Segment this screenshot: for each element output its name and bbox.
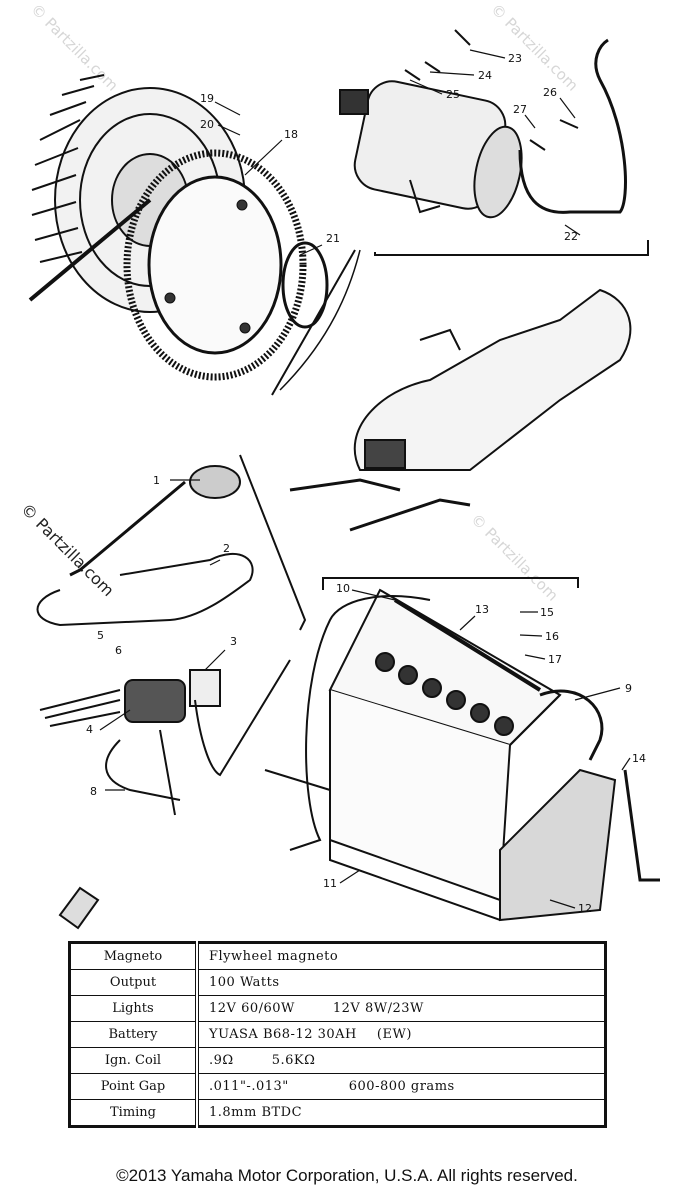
wiring-harness	[36, 465, 291, 816]
specifications-table: Magneto Flywheel magneto Output 100 Watt…	[68, 941, 607, 1128]
table-row: Magneto Flywheel magneto	[69, 942, 606, 970]
callout-8: 8	[90, 785, 97, 798]
callout-6: 6	[115, 644, 122, 657]
callout-1: 1	[153, 474, 160, 487]
callout-11: 11	[323, 877, 337, 890]
starter-motor	[339, 29, 627, 219]
table-row: Point Gap .011"-.013"600-800 grams	[69, 1073, 606, 1100]
callout-leaders	[99, 49, 631, 909]
table-row: Timing 1.8mm BTDC	[69, 1099, 606, 1127]
callout-3: 3	[230, 635, 237, 648]
callout-15: 15	[540, 606, 554, 619]
callout-12: 12	[578, 902, 592, 915]
callout-labels: 1 2 3 4 5 6 8 9 10 11 12 13 14 15 16 17 …	[86, 52, 646, 915]
callout-9: 9	[625, 682, 632, 695]
watermark: © Partzilla.com	[27, 0, 122, 95]
spec-value: 1.8mm BTDC	[196, 1099, 606, 1127]
watermark: © Partzilla.com	[487, 0, 582, 95]
callout-10: 10	[336, 582, 350, 595]
callout-17: 17	[548, 653, 562, 666]
callout-14: 14	[632, 752, 646, 765]
front-arrow-icon	[58, 886, 100, 930]
callout-27: 27	[513, 103, 527, 116]
table-row: Output 100 Watts	[69, 969, 606, 996]
spec-label: Lights	[69, 995, 199, 1022]
callout-26: 26	[543, 86, 557, 99]
callout-2: 2	[223, 542, 230, 555]
callout-4: 4	[86, 723, 93, 736]
callout-23: 23	[508, 52, 522, 65]
battery	[264, 588, 660, 922]
callout-19: 19	[200, 92, 214, 105]
parts-exploded-diagram: © Partzilla.com © Partzilla.com © Partzi…	[17, 0, 660, 930]
table-row: Battery YUASA B68-12 30AH(EW)	[69, 1021, 606, 1048]
callout-21: 21	[326, 232, 340, 245]
copyright-notice: ©2013 Yamaha Motor Corporation, U.S.A. A…	[116, 1166, 578, 1185]
callout-22: 22	[564, 230, 578, 243]
spec-value: YUASA B68-12 30AH(EW)	[196, 1021, 606, 1048]
watermark: © Partzilla.com	[467, 510, 562, 605]
callout-25: 25	[446, 88, 460, 101]
group-brackets	[239, 240, 649, 631]
spec-value: 100 Watts	[196, 969, 606, 996]
callout-24: 24	[478, 69, 492, 82]
callout-5: 5	[97, 629, 104, 642]
callout-20: 20	[200, 118, 214, 131]
spec-label: Timing	[69, 1099, 199, 1127]
spec-label: Battery	[69, 1021, 199, 1048]
ring-gear	[123, 149, 329, 381]
callout-16: 16	[545, 630, 559, 643]
snowmobile	[279, 249, 632, 532]
spec-label: Ign. Coil	[69, 1047, 199, 1074]
spec-value: .011"-.013"600-800 grams	[196, 1073, 606, 1100]
spec-value: Flywheel magneto	[196, 942, 606, 970]
callout-18: 18	[284, 128, 298, 141]
spec-label: Point Gap	[69, 1073, 199, 1100]
callout-13: 13	[475, 603, 489, 616]
spec-label: Magneto	[69, 942, 199, 970]
spec-label: Output	[69, 969, 199, 996]
